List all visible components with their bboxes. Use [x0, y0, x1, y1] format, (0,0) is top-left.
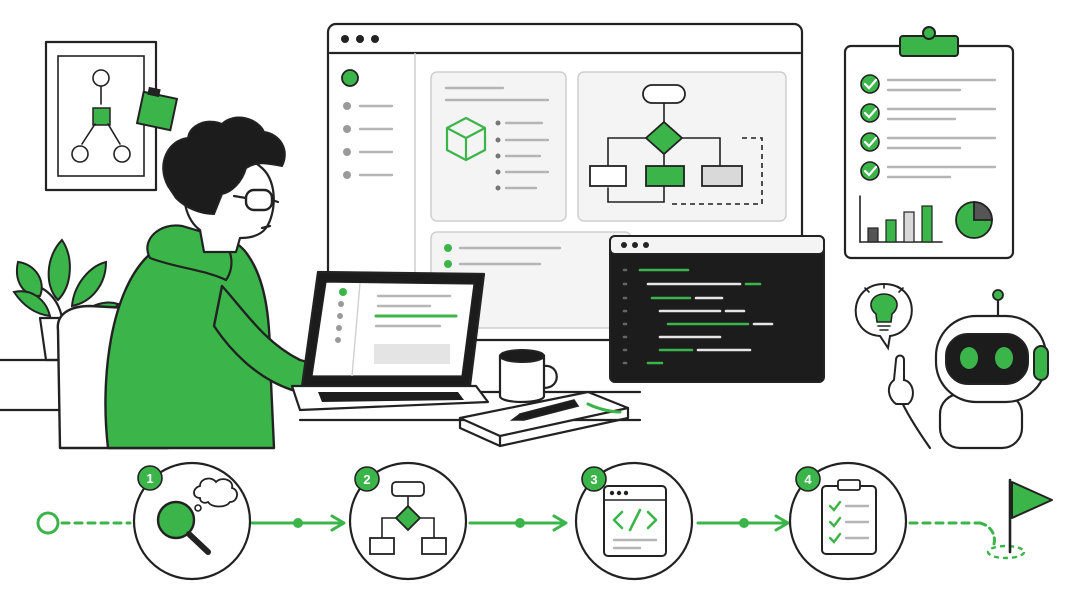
cube-panel: [430, 71, 567, 222]
pie-chart-icon: [955, 201, 993, 239]
sticky-note-icon: [135, 86, 179, 132]
robot-assistant-icon: [854, 282, 1049, 450]
lightbulb-icon: [864, 283, 904, 331]
monitor-sidebar: [341, 53, 416, 338]
notebook-pen-icon: [458, 390, 630, 448]
coffee-mug-icon: [498, 349, 558, 404]
workflow-step-2: 2: [348, 461, 468, 581]
workflow-progress-track: [36, 511, 996, 546]
checklist-clipboard-panel: [843, 26, 1015, 260]
flowchart-panel: [577, 71, 787, 222]
goal-flag-icon: [986, 478, 1053, 560]
laptop-icon: [290, 270, 490, 412]
magnifier-thought-icon: [156, 477, 238, 555]
code-window-icon: [603, 485, 667, 557]
step-number: 2: [363, 472, 370, 487]
code-terminal-window: [609, 235, 825, 383]
lightbulb-thought-bubble: [854, 282, 913, 351]
workflow-step-4: 4: [788, 461, 908, 581]
checklist-items: [860, 74, 997, 181]
step-number: 4: [804, 472, 812, 487]
flowchart-icon: [369, 481, 447, 555]
wall-diagram-icon: [44, 40, 158, 192]
workflow-step-1: 1: [132, 461, 252, 581]
bar-chart-icon: [859, 195, 943, 243]
step-number: 3: [590, 472, 597, 487]
step-number: 1: [146, 471, 153, 486]
developer-person: [104, 116, 375, 450]
workflow-step-3: 3: [574, 461, 694, 581]
cube-icon: [445, 116, 487, 162]
checklist-clipboard-icon: [821, 479, 877, 555]
